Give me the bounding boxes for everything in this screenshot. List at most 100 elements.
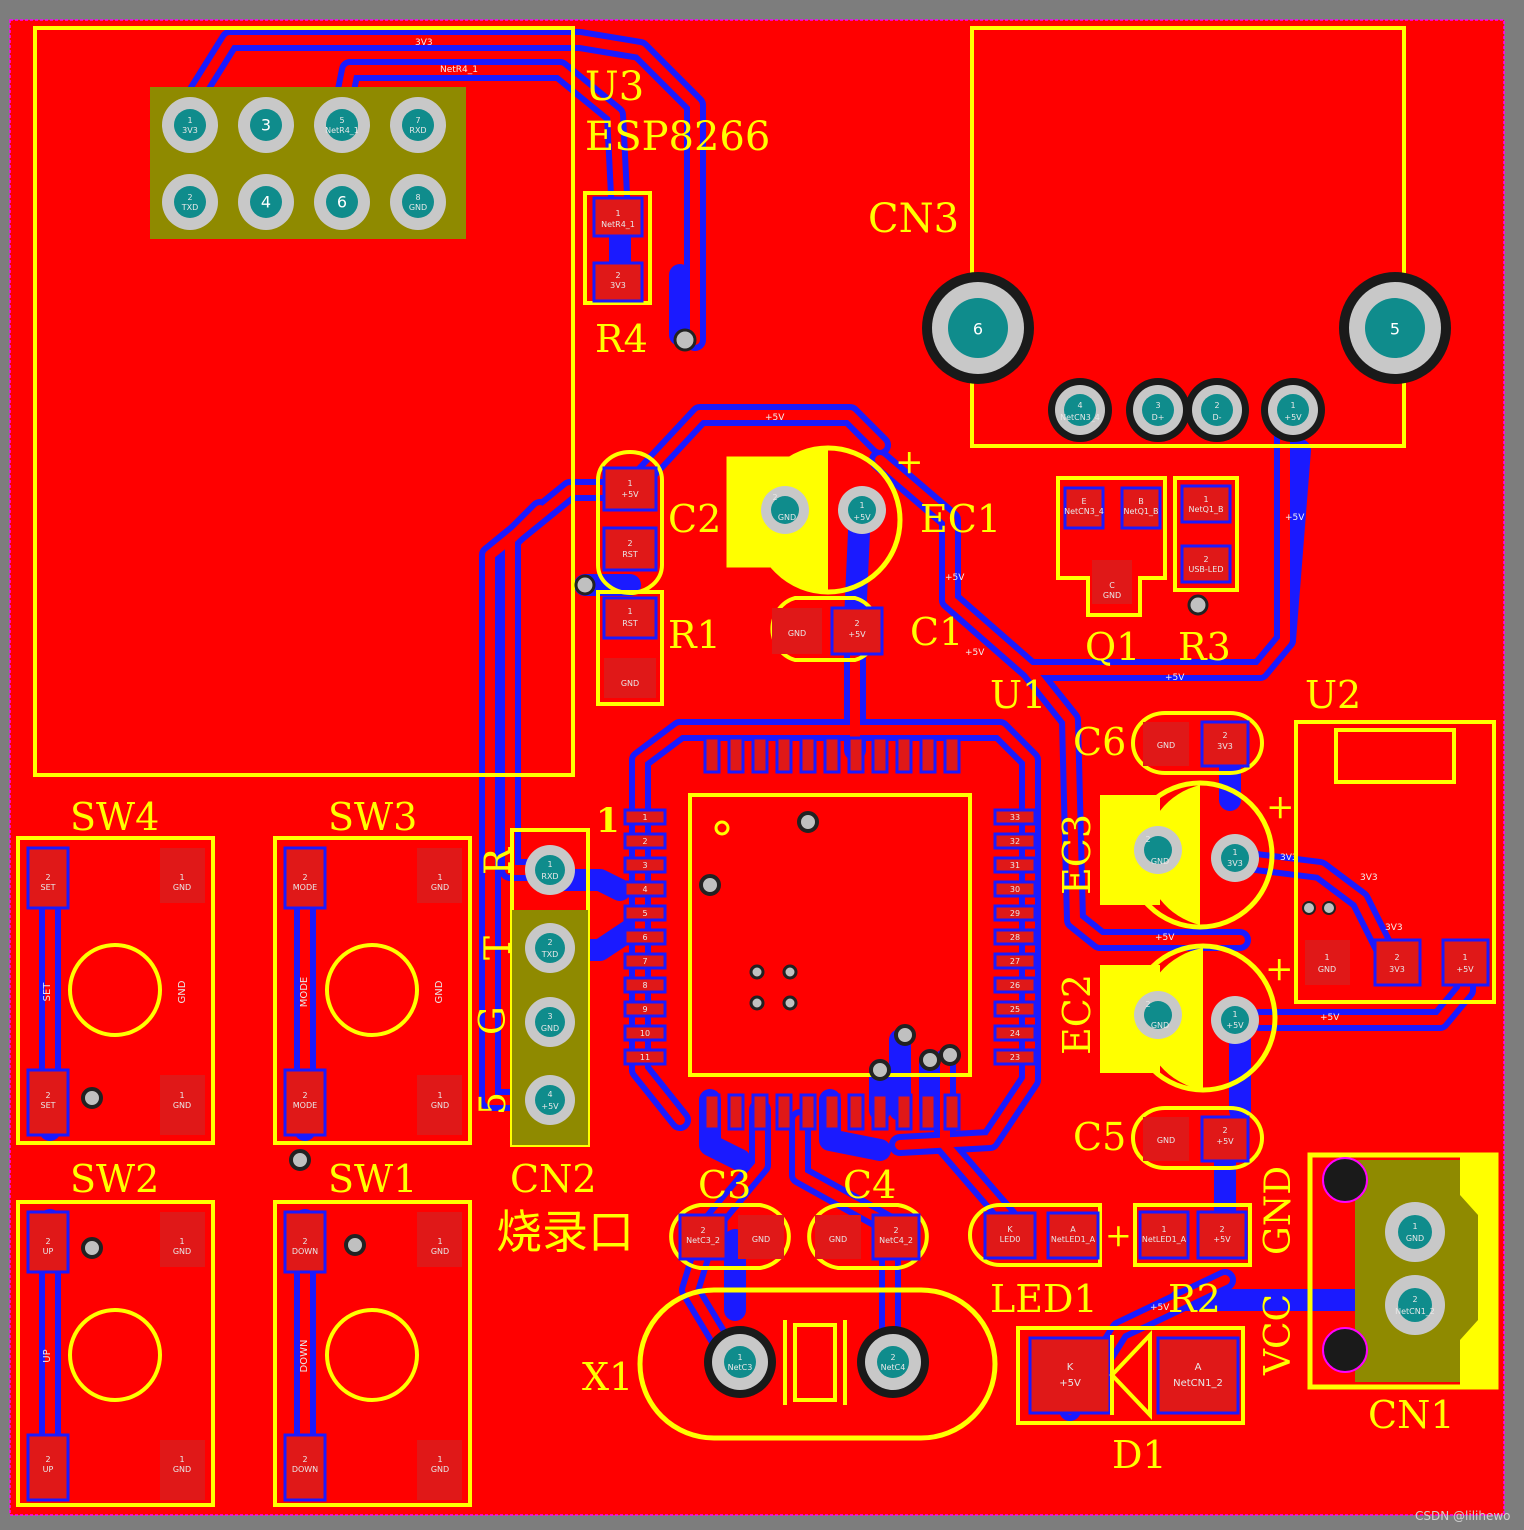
svg-text:7: 7	[642, 957, 647, 966]
svg-text:+5V: +5V	[621, 490, 639, 499]
svg-text:1: 1	[642, 813, 647, 822]
svg-text:1: 1	[187, 116, 192, 125]
svg-text:2: 2	[45, 873, 50, 882]
svg-text:2: 2	[627, 539, 632, 548]
svg-text:GND: GND	[1151, 857, 1169, 866]
c5-capacitor[interactable]: GND 2+5V C5	[1073, 1106, 1264, 1170]
svg-text:+5V: +5V	[853, 513, 871, 522]
cn3-pin[interactable]: 2D-	[1185, 378, 1249, 442]
svg-text:8: 8	[642, 981, 647, 990]
svg-text:NetC3_2: NetC3_2	[686, 1236, 720, 1245]
cn2-pin[interactable]: 4+5V	[525, 1075, 575, 1125]
svg-text:+5V: +5V	[541, 1102, 559, 1111]
c6-label: C6	[1073, 720, 1126, 764]
svg-text:USB-LED: USB-LED	[1189, 565, 1224, 574]
u2-label: U2	[1305, 673, 1361, 717]
svg-text:6: 6	[973, 320, 983, 339]
svg-text:1: 1	[859, 501, 864, 510]
svg-text:NetR4_1: NetR4_1	[601, 220, 635, 229]
svg-text:1: 1	[547, 860, 552, 869]
cn3-pin[interactable]: 1+5V	[1261, 378, 1325, 442]
svg-text:GND: GND	[541, 1024, 559, 1033]
svg-text:1: 1	[615, 209, 620, 218]
svg-text:GND: GND	[431, 1101, 449, 1110]
cn3-pin[interactable]: 3D+	[1126, 378, 1190, 442]
cn3-mount-hole: 6	[922, 272, 1034, 384]
svg-text:11: 11	[640, 1053, 650, 1062]
cn2-pin-letter-t: T	[478, 936, 519, 960]
ec1-plus: +	[895, 442, 924, 482]
svg-text:1: 1	[437, 1455, 442, 1464]
svg-text:+5V: +5V	[1059, 1378, 1081, 1389]
svg-text:3V3: 3V3	[610, 281, 626, 290]
svg-text:GND: GND	[173, 1465, 191, 1474]
header-pin[interactable]: 3	[238, 97, 294, 153]
svg-text:4: 4	[261, 193, 271, 212]
svg-text:2: 2	[1222, 731, 1227, 740]
net-label: 3V3	[415, 38, 433, 48]
svg-text:1: 1	[1161, 1225, 1166, 1234]
svg-text:33: 33	[1010, 813, 1020, 822]
svg-text:GND: GND	[752, 1235, 770, 1244]
svg-text:3V3: 3V3	[1389, 965, 1405, 974]
svg-text:2: 2	[1203, 555, 1208, 564]
header-pin[interactable]: 6	[314, 174, 370, 230]
ec1-label: EC1	[920, 497, 1001, 541]
header-pin[interactable]: 4	[238, 174, 294, 230]
q1-label: Q1	[1085, 625, 1140, 669]
sw3-label: SW3	[328, 795, 417, 839]
svg-text:+5V: +5V	[1213, 1235, 1231, 1244]
svg-text:30: 30	[1010, 885, 1020, 894]
svg-text:2: 2	[854, 619, 859, 628]
svg-text:NetCN1_2: NetCN1_2	[1395, 1307, 1435, 1316]
svg-text:GND: GND	[1157, 1136, 1175, 1145]
net-label: 3V3	[1385, 923, 1403, 933]
sw2-label: SW2	[70, 1157, 159, 1201]
svg-text:GND: GND	[1157, 741, 1175, 750]
u1-label: U1	[990, 673, 1046, 717]
svg-text:E: E	[1081, 497, 1086, 506]
u1-microcontroller[interactable]: U1 1 1 2 3 4 5 6 7 8 9 10 11 33 32 31 30…	[596, 673, 1046, 1131]
svg-text:1: 1	[437, 873, 442, 882]
svg-text:GND: GND	[173, 1101, 191, 1110]
c1-capacitor[interactable]: GND 2+5V C1	[770, 596, 963, 662]
net-label: +5V	[1320, 1013, 1340, 1023]
